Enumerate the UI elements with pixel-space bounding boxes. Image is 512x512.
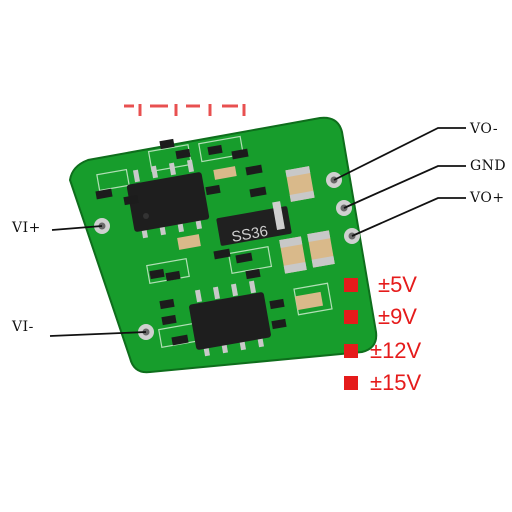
- red-square-marker: [344, 344, 358, 358]
- output-option-15v: ±15V: [344, 370, 421, 396]
- smd-components: [95, 138, 335, 346]
- red-square-marker: [344, 376, 358, 390]
- ic-chip-bottom: [189, 280, 271, 357]
- cropped-header-text: [122, 102, 258, 116]
- output-option-label: ±5V: [378, 272, 417, 297]
- output-option-label: ±12V: [370, 338, 422, 363]
- pin-label-vo-minus: VO-: [470, 121, 499, 137]
- pin-label-vi-plus: VI+: [12, 220, 41, 236]
- output-option-12v: ±12V: [344, 338, 421, 364]
- diode-marking: SS36: [230, 223, 269, 246]
- diode-package: SS36: [216, 201, 292, 246]
- red-square-marker: [344, 278, 358, 292]
- output-option-9v: ±9V: [344, 304, 417, 330]
- pin-label-gnd: GND: [470, 158, 507, 174]
- pin-label-vo-plus: VO+: [470, 190, 505, 206]
- output-option-label: ±15V: [370, 370, 422, 395]
- output-option-5v: ±5V: [344, 272, 417, 298]
- pin-leader-lines: [49, 127, 466, 337]
- output-option-label: ±9V: [378, 304, 417, 329]
- red-square-marker: [344, 310, 358, 324]
- ic-chip-top: [126, 159, 210, 239]
- pin-label-vi-minus: VI-: [12, 319, 34, 335]
